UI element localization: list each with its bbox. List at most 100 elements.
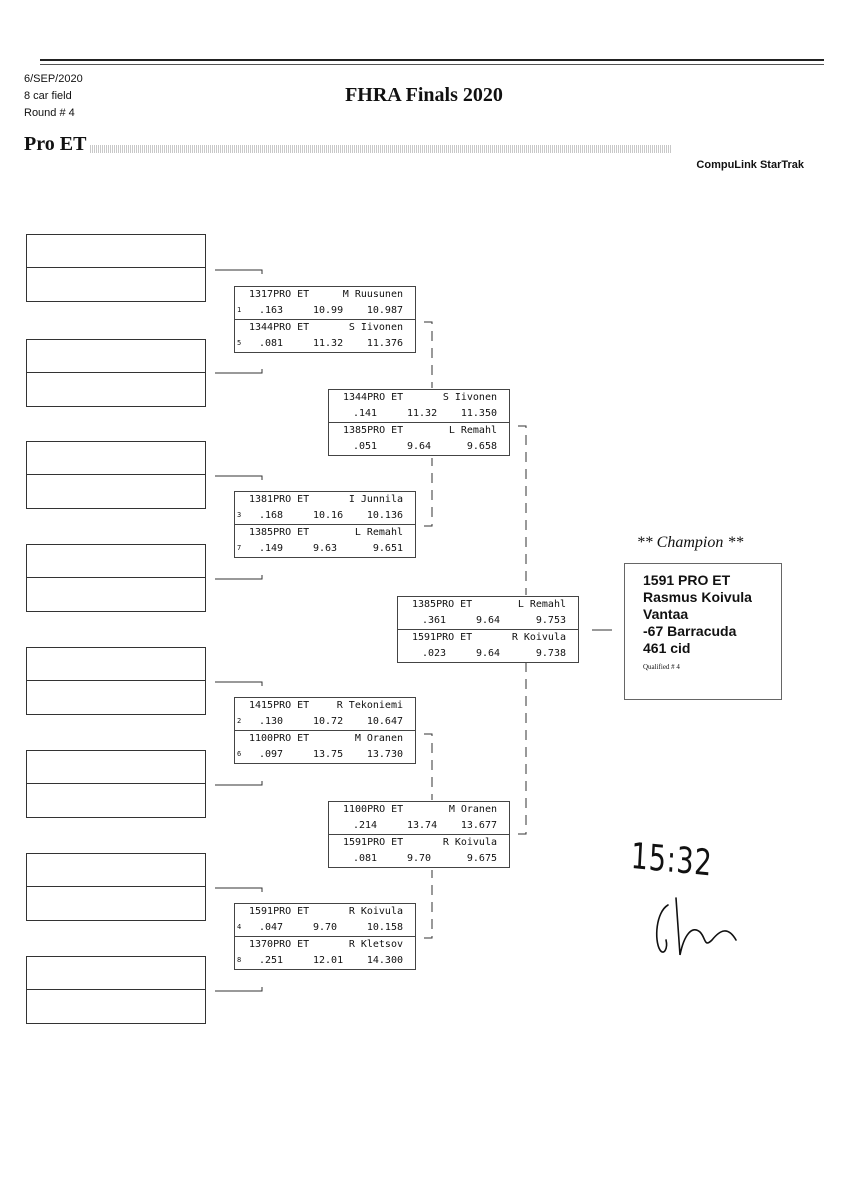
entry-dial: 12.01 bbox=[313, 955, 344, 966]
entry-seed: 1 bbox=[237, 306, 242, 314]
entry-driver: R Koivula bbox=[511, 632, 566, 643]
entry-et: 13.730 bbox=[366, 749, 403, 760]
event-title: FHRA Finals 2020 bbox=[345, 84, 503, 106]
entry-dial: 10.16 bbox=[313, 510, 344, 521]
entry-car: 1385PRO ET bbox=[412, 599, 473, 610]
field-size: 8 car field bbox=[24, 90, 72, 102]
entry-driver: L Remahl bbox=[448, 425, 497, 436]
entry-et: 9.658 bbox=[466, 441, 497, 452]
entry-car: 1100PRO ET bbox=[343, 804, 404, 815]
entry-driver: M Ruusunen bbox=[342, 289, 403, 300]
match-entry: 1317PRO ET M Ruusunen 1 .163 10.99 10.987 bbox=[235, 287, 415, 319]
empty-ladder-slot bbox=[26, 853, 206, 921]
header-rule-thin bbox=[40, 64, 824, 65]
champion-engine: 461 cid bbox=[643, 640, 691, 656]
champion-car: 1591 PRO ET bbox=[643, 572, 731, 588]
empty-ladder-slot bbox=[26, 544, 206, 612]
entry-et: 11.376 bbox=[366, 338, 403, 349]
entry-seed: 6 bbox=[237, 750, 242, 758]
entry-et: 9.675 bbox=[466, 853, 497, 864]
entry-rt: .361 bbox=[422, 615, 447, 626]
entry-dial: 9.64 bbox=[407, 441, 432, 452]
entry-car: 1317PRO ET bbox=[249, 289, 310, 300]
entry-driver: S Iivonen bbox=[348, 322, 403, 333]
entry-seed: 3 bbox=[237, 511, 242, 519]
entry-dial: 13.74 bbox=[407, 820, 438, 831]
match-entry: 1385PRO ET L Remahl 7 .149 9.63 9.651 bbox=[235, 524, 415, 557]
entry-rt: .168 bbox=[259, 510, 284, 521]
entry-driver: L Remahl bbox=[517, 599, 566, 610]
entry-driver: S Iivonen bbox=[442, 392, 497, 403]
champion-card: 1591 PRO ET Rasmus Koivula Vantaa -67 Ba… bbox=[624, 563, 782, 700]
entry-seed: 8 bbox=[237, 956, 242, 964]
entry-rt: .130 bbox=[259, 716, 284, 727]
entry-driver: M Oranen bbox=[448, 804, 497, 815]
entry-car: 1385PRO ET bbox=[249, 527, 310, 538]
entry-car: 1100PRO ET bbox=[249, 733, 310, 744]
entry-rt: .051 bbox=[353, 441, 378, 452]
entry-et: 10.158 bbox=[366, 922, 403, 933]
champion-driver: Rasmus Koivula bbox=[643, 589, 752, 605]
entry-car: 1370PRO ET bbox=[249, 939, 310, 950]
entry-et: 13.677 bbox=[460, 820, 497, 831]
champion-city: Vantaa bbox=[643, 606, 689, 622]
entry-rt: .251 bbox=[259, 955, 284, 966]
match-entry: 1385PRO ET L Remahl .361 9.64 9.753 bbox=[398, 597, 578, 629]
empty-slot-line bbox=[27, 854, 205, 887]
handwritten-signature bbox=[655, 897, 737, 956]
champion-heading: ** Champion ** bbox=[636, 534, 744, 551]
entry-dial: 9.70 bbox=[313, 922, 338, 933]
entry-et: 9.651 bbox=[372, 543, 403, 554]
header-rule bbox=[40, 59, 824, 61]
entry-dial: 10.72 bbox=[313, 716, 344, 727]
handwritten-time: 15:32 bbox=[629, 836, 714, 885]
entry-dial: 10.99 bbox=[313, 305, 344, 316]
entry-rt: .163 bbox=[259, 305, 284, 316]
empty-slot-line bbox=[27, 340, 205, 373]
empty-ladder-slot bbox=[26, 956, 206, 1024]
entry-dial: 9.63 bbox=[313, 543, 338, 554]
empty-slot-line bbox=[27, 442, 205, 475]
entry-dial: 9.70 bbox=[407, 853, 432, 864]
match-entry: 1344PRO ET S Iivonen .141 11.32 11.350 bbox=[329, 390, 509, 422]
empty-slot-line bbox=[27, 648, 205, 681]
entry-car: 1381PRO ET bbox=[249, 494, 310, 505]
entry-dial: 9.64 bbox=[476, 615, 501, 626]
entry-rt: .081 bbox=[353, 853, 378, 864]
entry-et: 9.753 bbox=[535, 615, 566, 626]
entry-driver: R Koivula bbox=[348, 906, 403, 917]
empty-ladder-slot bbox=[26, 750, 206, 818]
champion-qualified: Qualified # 4 bbox=[643, 663, 680, 671]
entry-car: 1591PRO ET bbox=[412, 632, 473, 643]
entry-dial: 11.32 bbox=[313, 338, 344, 349]
entry-et: 10.987 bbox=[366, 305, 403, 316]
entry-rt: .141 bbox=[353, 408, 378, 419]
event-date: 6/SEP/2020 bbox=[24, 73, 83, 85]
entry-rt: .149 bbox=[259, 543, 284, 554]
entry-dial: 13.75 bbox=[313, 749, 344, 760]
entry-rt: .023 bbox=[422, 648, 447, 659]
entry-car: 1344PRO ET bbox=[343, 392, 404, 403]
empty-ladder-slot bbox=[26, 441, 206, 509]
entry-seed: 7 bbox=[237, 544, 242, 552]
entry-dial: 11.32 bbox=[407, 408, 438, 419]
empty-ladder-slot bbox=[26, 234, 206, 302]
empty-slot-line bbox=[27, 545, 205, 578]
entry-et: 11.350 bbox=[460, 408, 497, 419]
empty-ladder-slot bbox=[26, 647, 206, 715]
empty-slot-line bbox=[27, 957, 205, 990]
entry-driver: M Oranen bbox=[354, 733, 403, 744]
entry-driver: L Remahl bbox=[354, 527, 403, 538]
